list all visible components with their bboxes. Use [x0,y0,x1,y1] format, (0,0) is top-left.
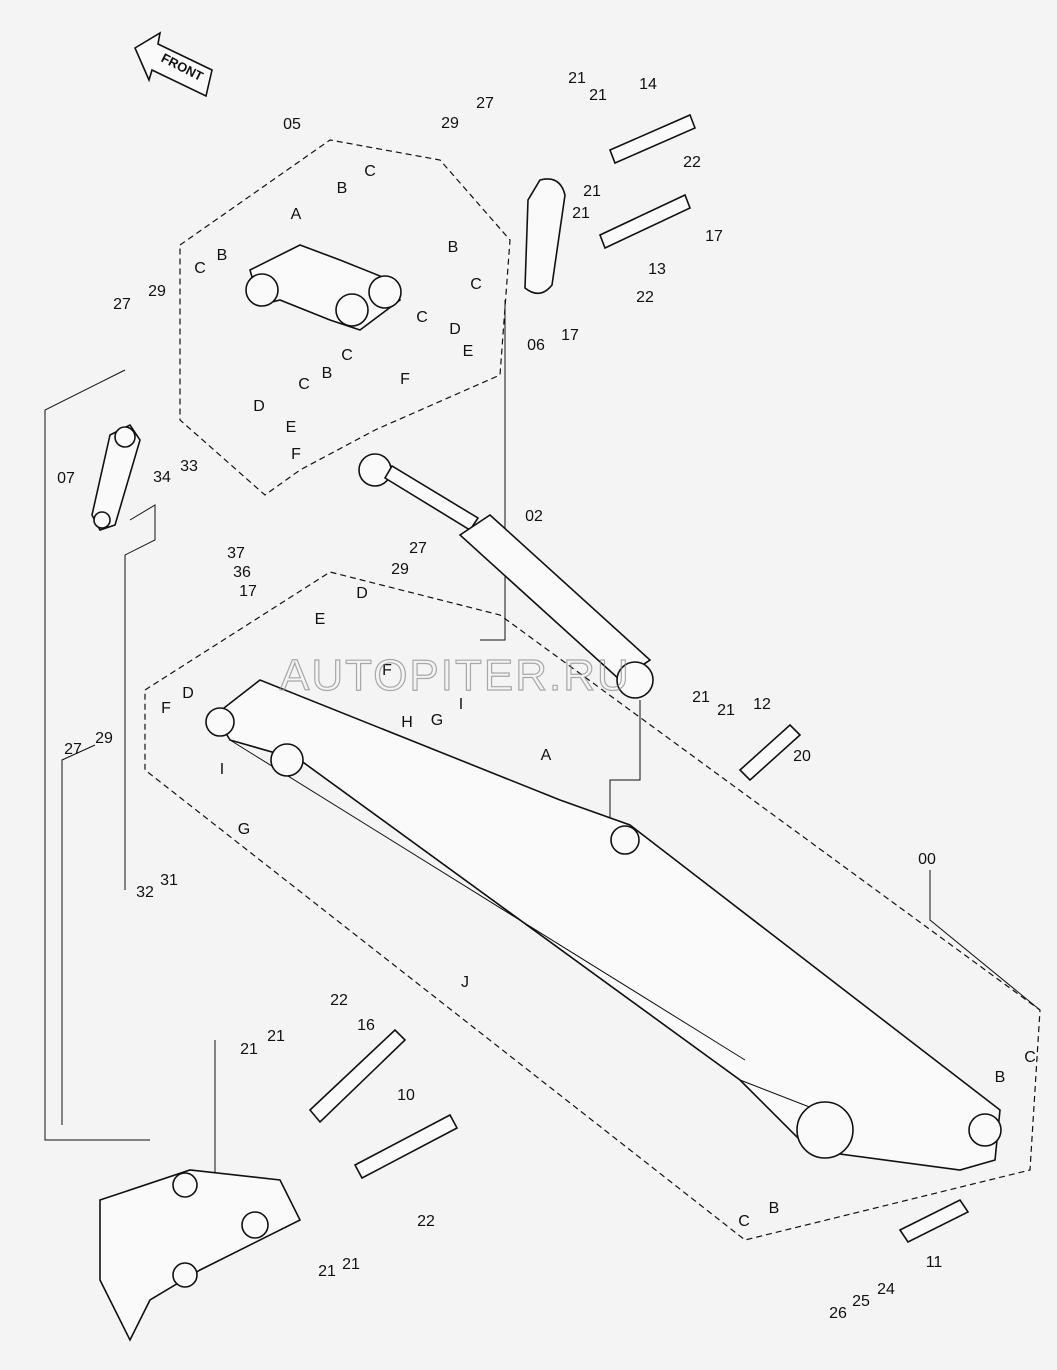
part-callout: C [298,376,310,393]
part-callout: F [161,700,171,717]
pin-11 [898,1198,970,1244]
part-callout: 33 [180,458,198,475]
part-callout: 29 [441,115,459,132]
part-callout: 26 [829,1305,847,1322]
part-callout: C [416,309,428,326]
part-callout: I [459,696,463,713]
part-callout: 21 [240,1041,258,1058]
part-callout: 10 [397,1087,415,1104]
pin-13 [598,193,692,250]
part-callout: D [356,585,368,602]
group-00-outline [144,571,1041,1241]
part-callout: B [448,239,459,256]
part-callout: B [769,1200,780,1217]
link-06 [524,178,566,295]
part-callout: 24 [877,1281,895,1298]
part-callout: C [194,260,206,277]
part-callout: I [220,761,224,778]
link-07 [91,423,141,531]
part-callout: J [461,974,469,991]
part-callout: 05 [283,116,301,133]
part-callout: A [291,206,302,223]
part-callout: C [1024,1049,1036,1066]
part-callout: 06 [527,337,545,354]
part-callout: 29 [148,283,166,300]
part-callout: 21 [692,689,710,706]
part-callout: 12 [753,696,771,713]
boom [99,1169,302,1342]
part-callout: 22 [417,1213,435,1230]
part-callout: B [995,1069,1006,1086]
arm-00 [205,679,1002,1171]
part-callout: 29 [391,561,409,578]
part-callout: B [322,365,333,382]
part-callout: 21 [572,205,590,222]
part-callout: C [470,276,482,293]
part-callout: 02 [525,508,543,525]
part-callout: E [286,419,297,436]
pin-12 [738,723,802,782]
part-callout: 17 [705,228,723,245]
part-callout: F [400,371,410,388]
pin-10 [353,1113,459,1180]
part-callout: 22 [636,289,654,306]
part-callout: 07 [57,470,75,487]
watermark: AUTOPITER.RU [280,651,631,700]
part-callout: 21 [318,1263,336,1280]
part-callout: F [382,662,392,679]
part-callout: D [182,685,194,702]
pin-14 [608,113,697,165]
part-callout: A [541,747,552,764]
part-callout: H [401,714,413,731]
part-callout: 21 [589,87,607,104]
part-callout: F [291,446,301,463]
part-callout: D [253,398,265,415]
part-callout: G [238,821,250,838]
part-callout: 16 [357,1017,375,1034]
part-callout: 21 [342,1256,360,1273]
part-callout: E [315,611,326,628]
part-callout: C [364,163,376,180]
part-callout: 21 [583,183,601,200]
part-callout: 22 [683,154,701,171]
part-callout: 21 [717,702,735,719]
part-callout: 17 [561,327,579,344]
part-callout: 27 [476,95,494,112]
part-callout: 20 [793,748,811,765]
group-05-outline [179,139,511,496]
part-callout: 21 [568,70,586,87]
bucket-cylinder-02 [358,453,654,699]
part-callout: B [217,247,228,264]
part-callout: 13 [648,261,666,278]
part-callout: C [341,347,353,364]
part-callout: 11 [926,1254,943,1271]
front-arrow-icon: FRONT [133,31,213,98]
part-callout: D [449,321,461,338]
pin-16 [308,1028,407,1124]
part-callout: 36 [233,564,251,581]
part-callout: 21 [267,1028,285,1045]
part-callout: 32 [136,884,154,901]
part-callout: 31 [160,872,178,889]
part-callout: B [337,180,348,197]
part-callout: 17 [239,583,257,600]
part-callout: 27 [64,741,82,758]
part-callout: 34 [153,469,171,486]
part-callout: 14 [639,76,657,93]
part-callout: 00 [918,851,936,868]
part-callout: E [463,343,474,360]
part-callout: 25 [852,1293,870,1310]
part-callout: 29 [95,730,113,747]
part-callout: 22 [330,992,348,1009]
part-callout: 27 [409,540,427,557]
part-callout: 27 [113,296,131,313]
part-callout: G [431,712,443,729]
part-callout: C [738,1213,750,1230]
part-callout: 37 [227,545,245,562]
